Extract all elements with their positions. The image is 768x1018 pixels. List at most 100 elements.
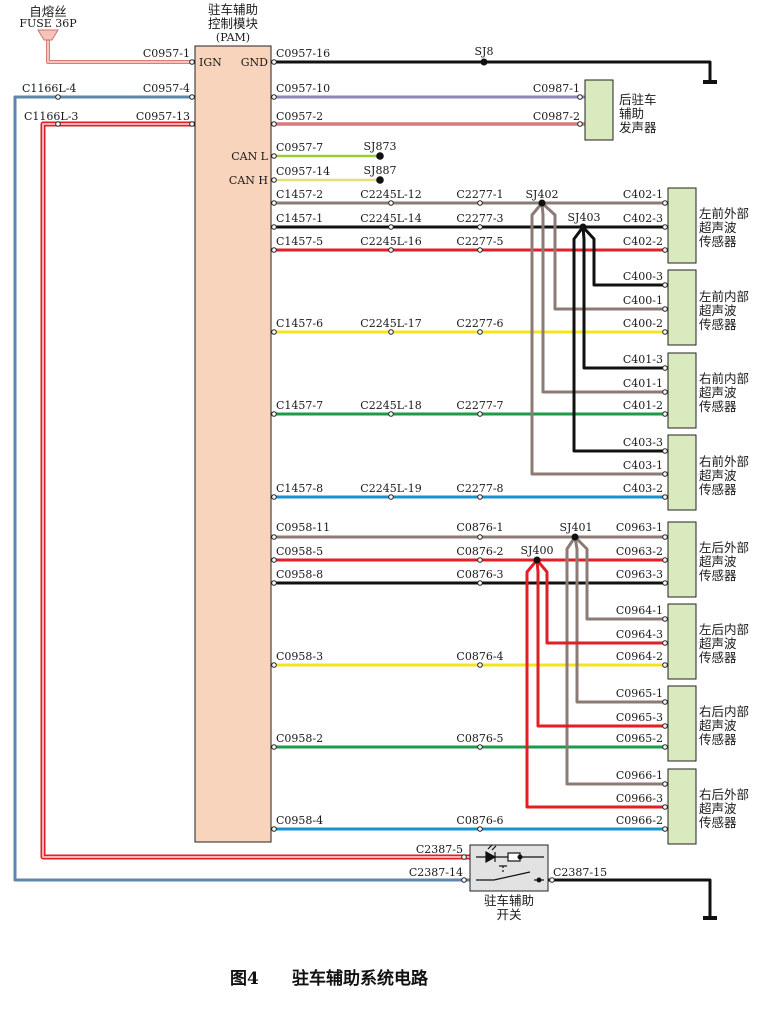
conn-c0957-4: C0957-4 bbox=[143, 82, 190, 95]
sensor-name-rro-3: 传感器 bbox=[699, 815, 737, 830]
switch-junction-dot bbox=[517, 854, 523, 860]
conn-c0957-1: C0957-1 bbox=[143, 47, 190, 60]
connector-pin-marker bbox=[271, 153, 277, 159]
splice-sj403-label: SJ403 bbox=[568, 211, 601, 224]
buzzer-name-2: 辅助 bbox=[619, 106, 644, 121]
sensor-pin-c403-1: C403-1 bbox=[623, 459, 663, 472]
buzzer-name-1: 后驻车 bbox=[619, 92, 657, 107]
front-row-3-c1457: C1457-5 bbox=[276, 235, 323, 248]
splice-sj887-label: SJ887 bbox=[364, 164, 397, 177]
connector-pin-marker bbox=[477, 662, 483, 668]
sensor-name-lri-2: 超声波 bbox=[699, 636, 737, 651]
module-title-line-2: 控制模块 bbox=[208, 16, 259, 31]
connector-pin-marker bbox=[477, 580, 483, 586]
connector-pin-marker bbox=[271, 826, 277, 832]
connector-pin-marker bbox=[388, 224, 394, 230]
connector-pin-marker bbox=[662, 826, 668, 832]
connector-pin-marker bbox=[55, 94, 61, 100]
sensor-name-lfo-2: 超声波 bbox=[699, 220, 737, 235]
connector-pin-marker bbox=[662, 411, 668, 417]
sensor-box-right-rear-outer bbox=[667, 768, 697, 845]
sensor-pin-c0966-2: C0966-2 bbox=[616, 814, 663, 827]
rear-row-2-c0876: C0876-2 bbox=[456, 545, 503, 558]
led-icon bbox=[476, 844, 544, 864]
sensor-pin-c402-3: C402-3 bbox=[623, 212, 663, 225]
front-row-5-c1457: C1457-7 bbox=[276, 399, 323, 412]
sensor-name-lfo-1: 左前外部 bbox=[699, 206, 749, 221]
front-row-4-c2245: C2245L-17 bbox=[360, 317, 421, 330]
front-row-1-c2245: C2245L-12 bbox=[360, 188, 421, 201]
sensor-box-right-rear-inner bbox=[667, 685, 697, 762]
sensor-name-lfi-1: 左前内部 bbox=[699, 289, 749, 304]
connector-pin-marker bbox=[189, 121, 195, 127]
rear-row-3-c0876: C0876-3 bbox=[456, 568, 503, 581]
sensor-name-rfo-2: 超声波 bbox=[699, 468, 737, 483]
connector-pin-marker bbox=[477, 200, 483, 206]
sensor-name-rfi-3: 传感器 bbox=[699, 399, 737, 414]
sensor-name-lro-1: 左后外部 bbox=[699, 540, 749, 555]
fuse-symbol bbox=[37, 29, 59, 41]
sensor-name-rri-2: 超声波 bbox=[699, 718, 737, 733]
ground-symbols bbox=[703, 80, 717, 920]
module-title-line-1: 驻车辅助 bbox=[208, 2, 258, 17]
rear-row-4-c0958: C0958-3 bbox=[276, 650, 323, 663]
connector-pin-marker bbox=[662, 723, 668, 729]
sensor-pin-c0963-1: C0963-1 bbox=[616, 521, 663, 534]
connector-pin-marker bbox=[271, 121, 277, 127]
splice-dot-sj402 bbox=[538, 199, 546, 207]
connector-pin-marker bbox=[271, 662, 277, 668]
front-row-2-c1457: C1457-1 bbox=[276, 212, 323, 225]
connector-pin-marker bbox=[577, 121, 583, 127]
wire-gnd bbox=[271, 60, 712, 82]
connector-pin-marker bbox=[271, 59, 277, 65]
switch-name-1: 驻车辅助 bbox=[484, 893, 534, 908]
connector-pin-marker bbox=[271, 411, 277, 417]
connector-pin-marker bbox=[461, 877, 467, 883]
sensor-pin-c0965-3: C0965-3 bbox=[616, 711, 663, 724]
connector-pin-marker bbox=[271, 557, 277, 563]
connector-pin-marker bbox=[662, 224, 668, 230]
wire-sj400-branches bbox=[525, 559, 668, 809]
sensor-pin-c0966-3: C0966-3 bbox=[616, 792, 663, 805]
connector-pin-marker bbox=[662, 365, 668, 371]
wire-sj403-branches bbox=[572, 225, 668, 453]
connector-pin-marker bbox=[662, 282, 668, 288]
connector-pin-marker bbox=[662, 781, 668, 787]
sensor-pin-c0964-2: C0964-2 bbox=[616, 650, 663, 663]
rear-row-1-c0958: C0958-11 bbox=[276, 521, 330, 534]
figure-number: 图4 bbox=[230, 969, 259, 989]
sensor-pin-c400-2: C400-2 bbox=[623, 317, 663, 330]
front-row-2-c2245: C2245L-14 bbox=[360, 212, 421, 225]
connector-pin-marker bbox=[271, 200, 277, 206]
switch-name-2: 开关 bbox=[496, 907, 521, 922]
sensor-pin-c402-2: C402-2 bbox=[623, 235, 663, 248]
connector-pin-marker bbox=[189, 94, 195, 100]
rear-row-2-c0958: C0958-5 bbox=[276, 545, 323, 558]
conn-c0987-1: C0987-1 bbox=[533, 82, 580, 95]
front-row-3-c2245: C2245L-16 bbox=[360, 235, 421, 248]
sensor-name-rri-1: 右后内部 bbox=[699, 704, 749, 719]
connector-pin-marker bbox=[662, 534, 668, 540]
splice-sj402-label: SJ402 bbox=[526, 188, 559, 201]
front-row-3-c2277: C2277-5 bbox=[456, 235, 503, 248]
conn-c2387-5: C2387-5 bbox=[416, 843, 463, 856]
rear-row-6-c0958: C0958-4 bbox=[276, 814, 323, 827]
connector-pin-marker bbox=[662, 389, 668, 395]
front-row-1-c2277: C2277-1 bbox=[456, 188, 503, 201]
sensor-box-left-front-inner bbox=[667, 269, 697, 346]
buzzer-box bbox=[584, 79, 614, 141]
sensor-pin-c0965-1: C0965-1 bbox=[616, 687, 663, 700]
connector-pins bbox=[55, 59, 668, 883]
connector-pin-marker bbox=[662, 699, 668, 705]
connector-pin-marker bbox=[461, 854, 467, 860]
connector-pin-marker bbox=[662, 804, 668, 810]
front-row-6-c2277: C2277-8 bbox=[456, 482, 503, 495]
splice-sj400-label: SJ400 bbox=[521, 544, 554, 557]
connector-pin-marker bbox=[477, 247, 483, 253]
wire-sj402-branches bbox=[530, 201, 668, 476]
splice-dot-sj8 bbox=[480, 58, 488, 66]
conn-c0987-2: C0987-2 bbox=[533, 110, 580, 123]
front-row-6-c1457: C1457-8 bbox=[276, 482, 323, 495]
module-title-line-3: (PAM) bbox=[216, 31, 250, 44]
